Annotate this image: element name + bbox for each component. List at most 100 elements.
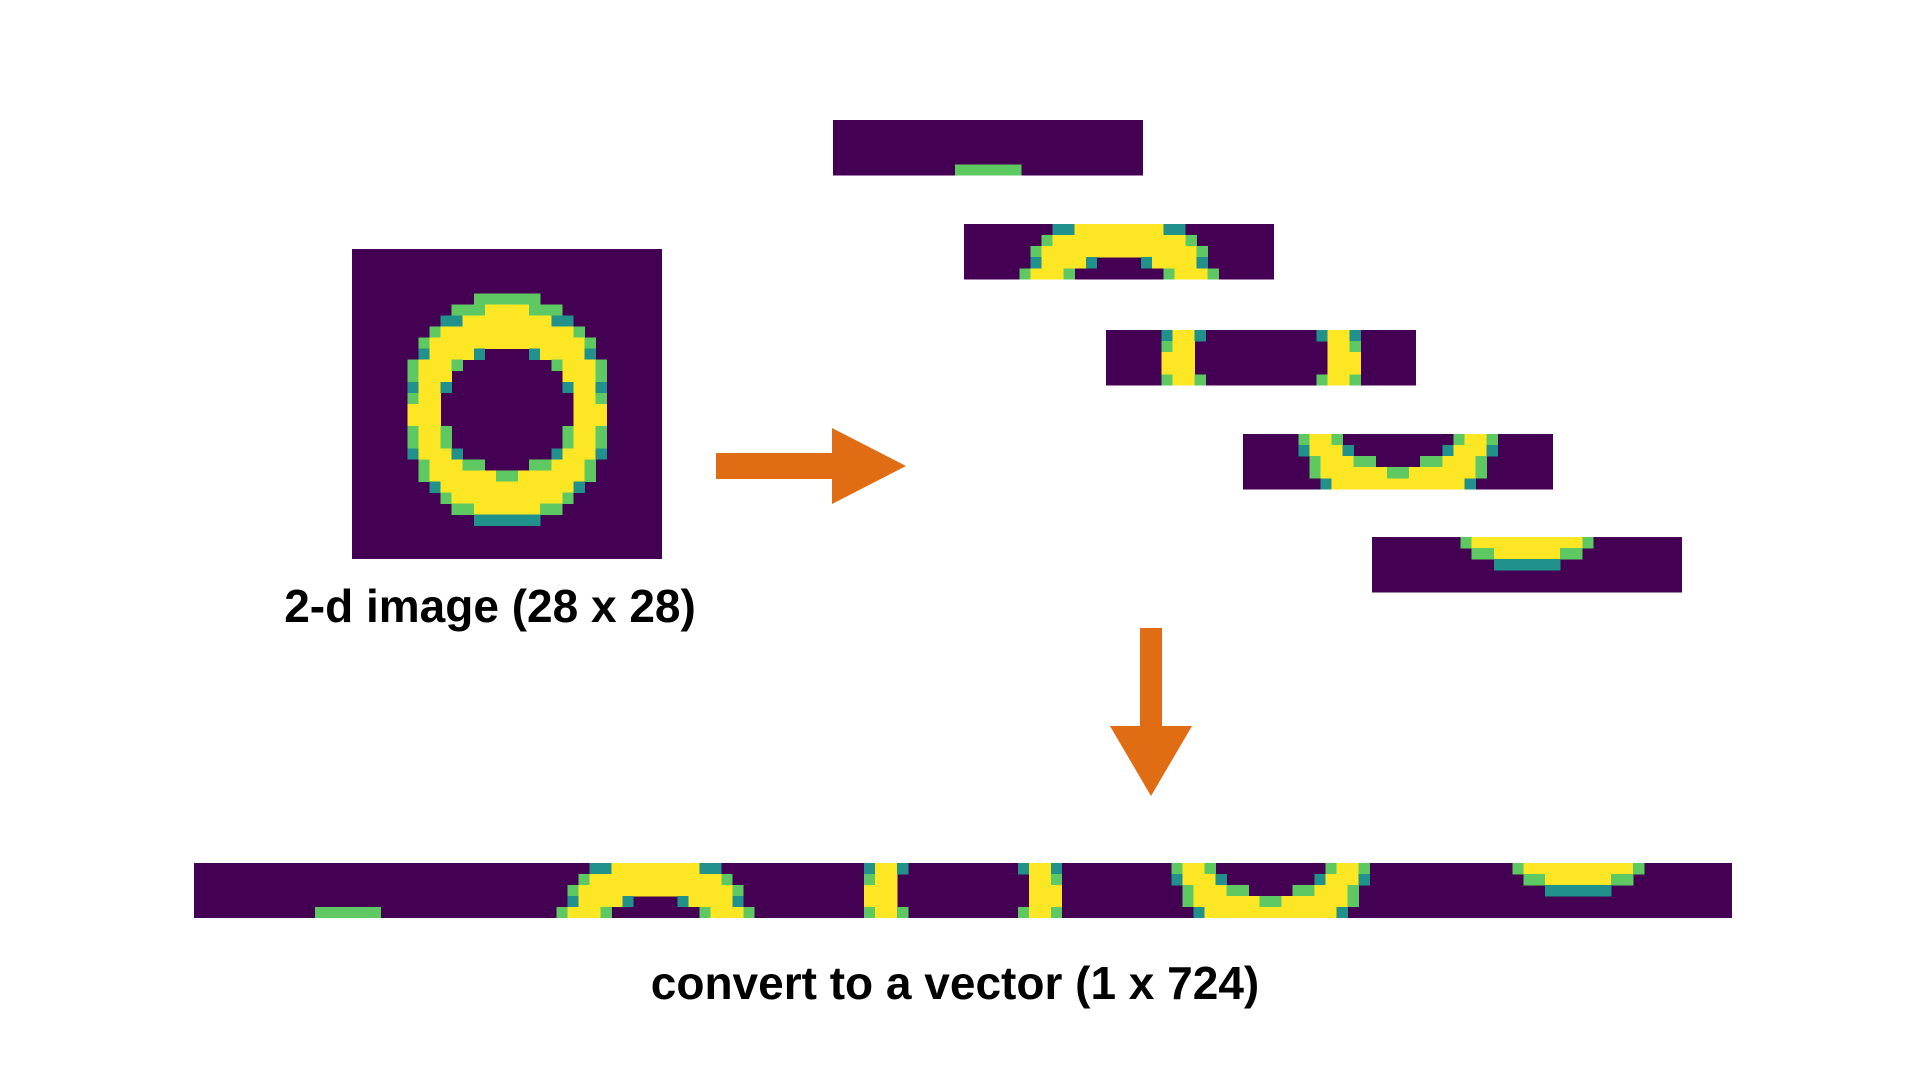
pixel	[1545, 863, 1557, 875]
pixel	[1515, 559, 1528, 571]
pixel	[600, 895, 612, 908]
pixel	[1196, 268, 1208, 280]
pixel	[584, 359, 596, 372]
pixel	[1611, 873, 1623, 886]
pixel	[1320, 467, 1332, 479]
pixel	[589, 906, 601, 919]
pixel	[1292, 906, 1304, 919]
pixel	[1174, 235, 1186, 247]
pixel	[622, 863, 634, 875]
pixel	[562, 459, 574, 471]
pixel	[1028, 884, 1041, 897]
pixel	[1303, 884, 1315, 897]
pixel	[1182, 895, 1194, 908]
pixel	[573, 403, 585, 416]
pixel	[1431, 478, 1443, 490]
pixel	[584, 448, 596, 460]
pixel	[551, 481, 563, 493]
pixel	[584, 370, 596, 383]
pixel	[1578, 863, 1590, 875]
pixel	[495, 315, 508, 327]
pixel	[484, 514, 497, 527]
vector-caption: convert to a vector (1 x 724)	[650, 957, 1260, 1009]
pixel	[677, 884, 689, 897]
pixel	[495, 337, 508, 349]
pixel	[440, 481, 452, 493]
pixel	[589, 895, 601, 908]
pixel	[1050, 895, 1063, 908]
pixel	[518, 304, 530, 316]
pixel	[1538, 559, 1550, 571]
pixel	[418, 426, 430, 438]
pixel	[1194, 374, 1206, 386]
pixel	[1141, 224, 1153, 236]
pixel	[1185, 246, 1197, 258]
pixel	[440, 381, 452, 394]
pixel	[1041, 246, 1053, 258]
pixel	[1589, 873, 1601, 886]
pixel	[1237, 895, 1249, 908]
pixel	[1464, 445, 1476, 457]
pixel	[1364, 478, 1377, 490]
pixel	[600, 906, 612, 919]
pixel	[440, 337, 452, 349]
pixel	[1486, 445, 1498, 457]
pixel	[864, 873, 876, 886]
pixel	[1504, 559, 1517, 571]
pixel	[1141, 246, 1153, 258]
pixel	[462, 348, 475, 360]
pixel	[1349, 363, 1361, 375]
pixel	[1347, 863, 1359, 875]
pixel	[595, 448, 607, 460]
pixel	[1375, 467, 1388, 479]
row-strip-5	[1372, 537, 1682, 593]
pixel	[473, 326, 486, 338]
pixel	[1185, 235, 1197, 247]
pixel	[1567, 884, 1579, 897]
pixel	[1174, 268, 1186, 280]
pixel	[1183, 352, 1195, 364]
pixel	[462, 315, 475, 327]
pixel	[578, 906, 590, 919]
pixel	[1420, 456, 1432, 468]
pixel	[407, 403, 419, 416]
pixel	[473, 459, 486, 471]
arrows	[716, 428, 1192, 796]
pixel	[1052, 224, 1064, 236]
pixel	[562, 492, 574, 504]
pixel	[732, 884, 744, 897]
pixel	[1196, 257, 1208, 269]
pixel	[429, 326, 441, 338]
pixel	[1259, 906, 1271, 919]
pixel	[1174, 224, 1186, 236]
pixel	[987, 164, 1000, 176]
pixel	[595, 415, 607, 427]
pixel	[1349, 352, 1361, 364]
pixel	[584, 437, 596, 449]
pixel	[473, 293, 486, 305]
pixel	[1409, 478, 1421, 490]
pixel	[584, 337, 596, 349]
pixel	[573, 337, 585, 349]
image-caption: 2-d image (28 x 28)	[284, 580, 696, 632]
pixel	[429, 448, 441, 460]
pixel	[1152, 257, 1164, 269]
pixel	[1331, 445, 1343, 457]
pixel	[484, 337, 497, 349]
pixel	[1096, 224, 1109, 236]
pixel	[1325, 863, 1337, 875]
pixel	[1215, 906, 1227, 919]
pixel	[484, 503, 497, 515]
pixel	[1017, 906, 1030, 919]
pixel	[1194, 330, 1206, 342]
pixel	[1482, 548, 1495, 560]
pixel	[1196, 246, 1208, 258]
pixel	[1420, 467, 1432, 479]
pixel	[1549, 548, 1561, 560]
pixel	[1172, 352, 1184, 364]
row-strip-4	[1243, 434, 1553, 490]
pixel	[710, 863, 722, 875]
pixel	[418, 403, 430, 416]
pixel	[1347, 884, 1359, 897]
